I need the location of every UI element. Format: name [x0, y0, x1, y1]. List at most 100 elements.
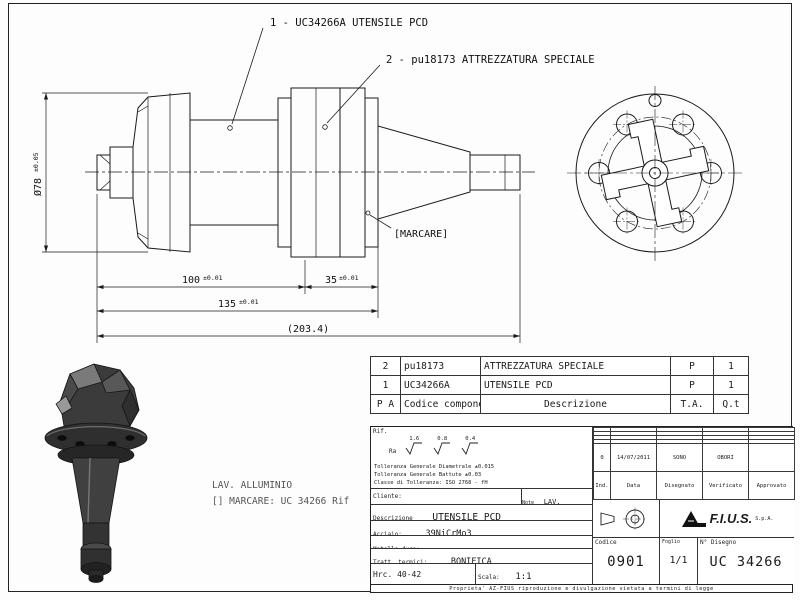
scala-label: Scala:	[478, 574, 500, 581]
acciaio-cell: Acciaio: 39NiCrMo3	[371, 521, 593, 536]
acciaio-value: 39NiCrMo3	[425, 529, 472, 536]
revision-data-row: 0 14/07/2011 SONO OBORI	[593, 443, 795, 472]
note-cell: Note LAV. ALLUMINIO	[521, 489, 592, 505]
part-ta: P	[670, 375, 714, 395]
rev-header-data: Data	[610, 471, 657, 500]
callout-1-label: 1 - UC34266A UTENSILE PCD	[270, 17, 428, 29]
acciaio-label: Acciaio:	[373, 531, 402, 536]
tratt-value: BONIFICA	[450, 557, 492, 564]
note-value: LAV. ALLUMINIO	[543, 498, 561, 505]
rev-header-verificato: Verificato	[702, 471, 749, 500]
projection-cell	[593, 500, 660, 538]
rev-verificato: OBORI	[702, 443, 749, 472]
roughness-symbols: Ra 1.6 0.8 0.4	[389, 436, 480, 455]
cliente-cell: Cliente: Note LAV. ALLUMINIO	[371, 489, 593, 505]
technical-drawing-canvas: 1 - UC34266A UTENSILE PCD 2 - pu18173 AT…	[32, 17, 743, 343]
company-logo-icon	[681, 510, 706, 527]
side-view-cutter-head	[96, 92, 191, 253]
parts-header-pos: P A	[370, 394, 401, 414]
parts-row: 2 pu18173 ATTREZZATURA SPECIALE P 1	[370, 356, 749, 376]
dim-100-text: 100	[182, 275, 200, 286]
part-qty: 1	[713, 356, 749, 376]
dim-135-tol: ±0.01	[239, 298, 259, 306]
part-pos: 1	[370, 375, 401, 395]
trattamenti-cell: Tratt. termici: BONIFICA	[371, 549, 593, 564]
codice-label: Codice	[595, 539, 617, 546]
svg-text:±0.05: ±0.05	[32, 152, 40, 172]
side-view-flange	[277, 87, 379, 258]
hrc-cell: Hrc. 40-42	[371, 564, 476, 585]
dim-total-text: (203.4)	[287, 324, 329, 335]
part-code: pu18173	[400, 356, 481, 376]
rev-approvato	[748, 443, 795, 472]
foglio-cell: Foglio 1/1	[660, 538, 698, 585]
rif-label: Rif.	[373, 428, 388, 435]
roughness-symbol-icon: 0.8	[432, 436, 452, 455]
svg-text:Ø78: Ø78	[32, 178, 44, 196]
dim-35-text: 35	[325, 275, 337, 286]
tolerance-line: Classe di Tolleranza: ISO 2768 - fH	[374, 480, 488, 486]
parts-table: 2 pu18173 ATTREZZATURA SPECIALE P 1 1 UC…	[370, 356, 749, 414]
logo-name: F.I.U.S.	[709, 511, 753, 526]
front-view	[567, 86, 743, 261]
cliente-label: Cliente:	[373, 493, 402, 500]
parts-header-desc: Descrizione	[480, 394, 671, 414]
parts-header-ta: T.A.	[670, 394, 714, 414]
part-code: UC34266A	[400, 375, 481, 395]
roughness-symbol-icon: 1.6	[404, 436, 424, 455]
part-ta: P	[670, 356, 714, 376]
descrizione-cell: Descrizione UTENSILE PCD	[371, 505, 593, 521]
descrizione-value: UTENSILE PCD	[432, 512, 502, 521]
machining-notes: LAV. ALLUMINIO [] MARCARE: UC 34266 Rif	[212, 478, 349, 510]
marcare-label: [MARCARE]	[394, 229, 448, 240]
side-view-taper-shank	[377, 125, 521, 220]
tolerance-line: Tolleranza Generale Diametrale ±0.015	[374, 464, 495, 470]
metallo-cell: Metallo duro:	[371, 536, 593, 549]
side-view-body	[189, 119, 279, 226]
logo-cell: F.I.U.S. S.p.A.	[660, 500, 794, 538]
rev-disegnato: SONO	[656, 443, 703, 472]
title-block: Rif. Ra 1.6 0.8 0.4 Tolleranza Generale …	[370, 426, 795, 585]
dim-100-tol: ±0.01	[203, 274, 223, 282]
note-lav: LAV. ALLUMINIO	[212, 480, 293, 491]
part-desc: ATTREZZATURA SPECIALE	[480, 356, 671, 376]
hrc-label: Hrc. 40-42	[373, 570, 422, 579]
parts-header-qty: Q.t	[713, 394, 749, 414]
descrizione-label: Descrizione	[373, 515, 413, 521]
front-view-centerlines	[567, 86, 743, 261]
rev-data: 14/07/2011	[610, 443, 657, 472]
foglio-value: 1/1	[669, 555, 688, 566]
disegno-label: N° Disegno	[700, 539, 737, 546]
foglio-label: Foglio	[662, 539, 681, 545]
parts-header-row: P A Codice componente Descrizione T.A. Q…	[370, 394, 749, 414]
parts-row: 1 UC34266A UTENSILE PCD P 1	[370, 375, 749, 395]
rev-header-disegnato: Disegnato	[656, 471, 703, 500]
metallo-label: Metallo duro:	[373, 546, 420, 548]
ownership-footer: Proprieta' AZ-FIUS riproduzione e divulg…	[370, 584, 793, 593]
tratt-label: Tratt. termici:	[373, 559, 428, 564]
general-tolerances: Tolleranza Generale Diametrale ±0.015 To…	[374, 463, 494, 487]
dimension-linear	[96, 194, 521, 343]
disegno-cell: N° Disegno UC 34266	[698, 538, 794, 585]
dimension-diameter	[42, 92, 148, 253]
disegno-value: UC 34266	[709, 554, 783, 570]
dim-135-text: 135	[218, 299, 236, 310]
logo-suffix: S.p.A.	[755, 515, 774, 522]
note-marcare: [] MARCARE: UC 34266 Rif	[212, 496, 350, 507]
parts-header-code: Codice componente	[400, 394, 481, 414]
codice-cell: Codice 0901	[593, 538, 660, 585]
tolerance-line: Tolleranza Generale Battute ±0.03	[374, 472, 482, 478]
revision-header-row: Ind. Data Disegnato Verificato Approvato	[593, 471, 795, 500]
callout-2-label: 2 - pu18173 ATTREZZATURA SPECIALE	[386, 54, 595, 66]
roughness-symbol-icon: 0.4	[460, 436, 480, 455]
tolerance-cell: Rif. Ra 1.6 0.8 0.4 Tolleranza Generale …	[371, 427, 593, 489]
part-desc: UTENSILE PCD	[480, 375, 671, 395]
revision-table: 0 14/07/2011 SONO OBORI Ind. Data Disegn…	[593, 427, 795, 500]
rev-header-approvato: Approvato	[748, 471, 795, 500]
dim-35-tol: ±0.01	[339, 274, 359, 282]
scala-value: 1:1	[515, 572, 532, 582]
note-label: Note	[522, 500, 535, 505]
projection-symbol-icon	[600, 507, 647, 530]
rev-ind: 0	[593, 443, 611, 472]
